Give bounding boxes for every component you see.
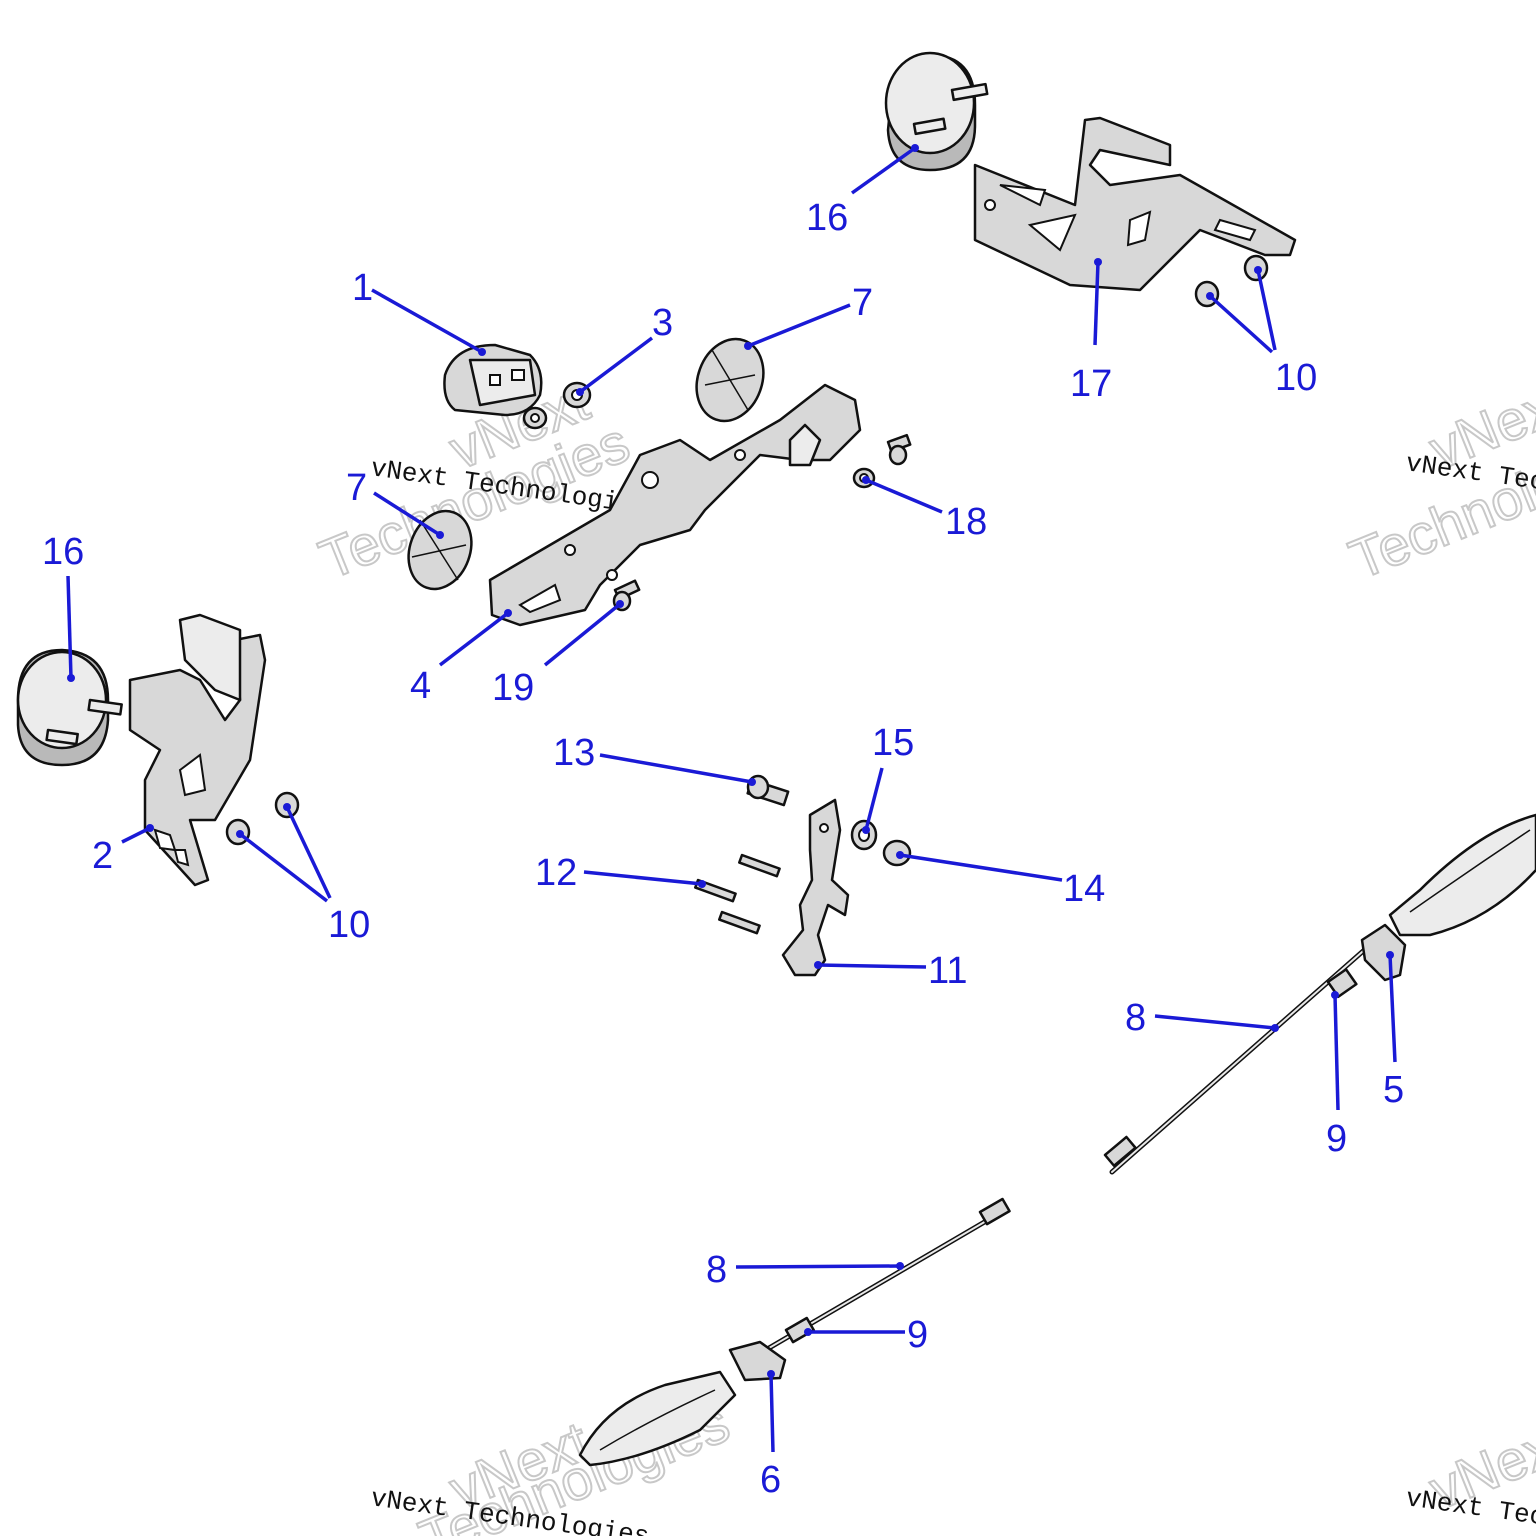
part-2-bracket: [128, 613, 267, 887]
part-7-reflector-top: [695, 337, 765, 423]
part-15-washer: [850, 819, 878, 851]
part-17-bracket: [973, 116, 1297, 292]
part-16-reflector-top: [884, 51, 989, 172]
turn-signal-left: [578, 1197, 1011, 1467]
callout-12: 12: [535, 852, 577, 894]
callout-labels: 16 17 10 1 3 7 7 18 4 19 16 2 10 13 15 1…: [42, 197, 1404, 1501]
callout-10: 10: [328, 904, 370, 946]
callout-9: 9: [907, 1314, 928, 1356]
part-11-hook-bracket: [781, 798, 850, 977]
callout-9: 9: [1326, 1118, 1347, 1160]
callout-15: 15: [872, 722, 914, 764]
callout-16: 16: [42, 531, 84, 573]
callout-4: 4: [410, 665, 431, 707]
callout-14: 14: [1063, 868, 1105, 910]
callout-8: 8: [1125, 997, 1146, 1039]
callout-8: 8: [706, 1249, 727, 1291]
callout-7: 7: [852, 282, 873, 324]
callout-2: 2: [92, 835, 113, 877]
callout-17: 17: [1070, 363, 1112, 405]
part-10-nuts-right: [1194, 254, 1269, 308]
callout-7: 7: [346, 467, 367, 509]
callout-10: 10: [1275, 357, 1317, 399]
part-16-reflector-left: [16, 648, 123, 767]
callout-3: 3: [652, 302, 673, 344]
part-1-light-housing: [443, 343, 543, 417]
callout-13: 13: [553, 732, 595, 774]
callout-11: 11: [928, 950, 967, 992]
callout-16: 16: [806, 197, 848, 239]
callout-1: 1: [352, 267, 373, 309]
part-4-main-bracket: [488, 383, 862, 627]
callout-18: 18: [945, 501, 987, 543]
part-7-reflector-left: [407, 509, 473, 591]
callout-19: 19: [492, 667, 534, 709]
callout-5: 5: [1383, 1069, 1404, 1111]
watermark-group: vNext Technologies vNext Technologies vN…: [310, 368, 1536, 1536]
leader-lines: [66, 144, 1397, 1453]
part-12-bolts: [694, 853, 781, 935]
turn-signal-right: [1103, 813, 1536, 1175]
callout-6: 6: [760, 1459, 781, 1501]
